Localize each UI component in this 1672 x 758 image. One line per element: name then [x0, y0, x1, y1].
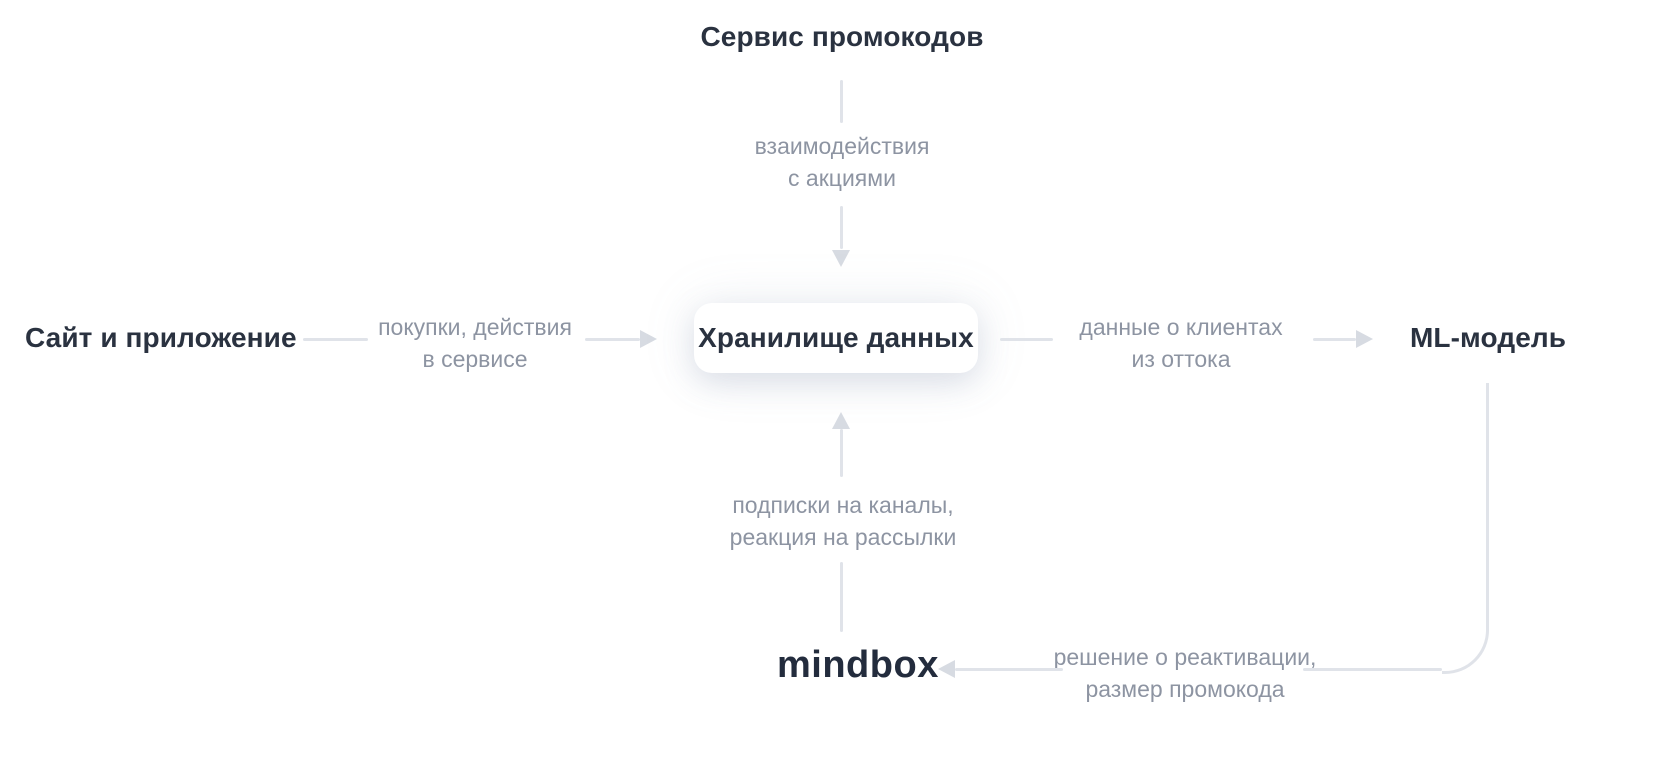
edge-ml-to-mindbox-line-right: [1303, 668, 1442, 671]
arrow-up-icon: [832, 412, 850, 429]
arrow-right-icon: [1356, 330, 1373, 348]
arrow-right-icon: [640, 330, 657, 348]
edge-site-line-left: [303, 338, 368, 341]
node-ml-model: ML-модель: [1410, 322, 1567, 353]
arrow-down-icon: [832, 250, 850, 267]
node-site-app: Сайт и приложение: [25, 322, 297, 353]
mindbox-logo: mindbox: [777, 644, 939, 686]
edge-site-line-right: [585, 338, 640, 341]
edge-ml-to-mindbox-line-left: [955, 668, 1063, 671]
edge-mindbox-line-upper: [840, 429, 843, 477]
edge-label-mindbox-to-storage: подписки на каналы, реакция на рассылки: [729, 492, 957, 550]
edge-label-ml-to-mindbox: решение о реактивации, размер промокода: [1053, 644, 1317, 702]
node-data-storage: Хранилище данных: [694, 303, 978, 373]
edge-label-site-to-storage: покупки, действия в сервисе: [378, 314, 572, 372]
edge-label-promo-to-storage: взаимодействия с акциями: [754, 133, 930, 191]
edge-mindbox-line-lower: [840, 562, 843, 632]
node-promo-service: Сервис промокодов: [700, 21, 984, 52]
edge-label-storage-to-ml: данные о клиентах из оттока: [1079, 314, 1283, 372]
arrow-left-icon: [938, 660, 955, 678]
edge-ml-line-right: [1313, 338, 1356, 341]
edge-ml-to-mindbox-curve: [1442, 383, 1489, 674]
edge-promo-line-lower: [840, 206, 843, 249]
edge-promo-line-upper: [840, 80, 843, 123]
data-storage-label: Хранилище данных: [698, 322, 974, 353]
edge-ml-line-left: [1000, 338, 1053, 341]
